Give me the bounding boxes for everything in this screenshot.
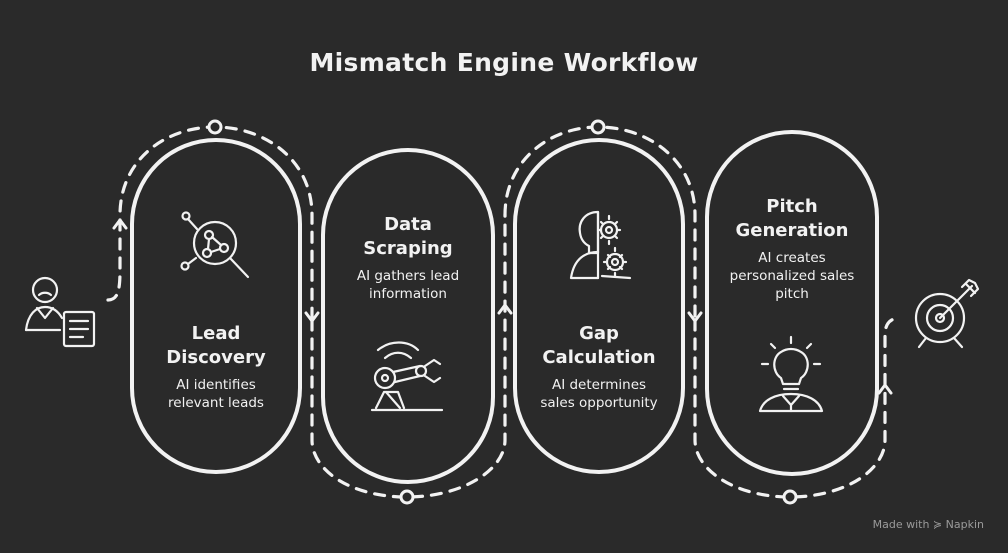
stage-description: AI creates personalized sales pitch (729, 250, 855, 302)
stage-capsules (130, 130, 879, 484)
stage-lead-discovery: Lead Discovery AI identifies relevant le… (141, 322, 291, 412)
stage-description: AI determines sales opportunity (540, 377, 658, 411)
stage-gap-calculation: Gap Calculation AI determines sales oppo… (524, 322, 674, 412)
lightbulb-person-icon (758, 335, 824, 413)
stage-title: Data Scraping (363, 214, 453, 259)
napkin-watermark[interactable]: Made with ≽ Napkin (872, 518, 984, 531)
user-document-icon (24, 276, 96, 348)
stage-pitch-generation: Pitch Generation AI creates personalized… (717, 195, 867, 303)
network-search-icon (180, 211, 250, 279)
stage-title: Lead Discovery (166, 323, 266, 368)
head-gears-icon (569, 210, 632, 280)
robotic-arm-icon (370, 341, 444, 412)
stage-description: AI identifies relevant leads (168, 377, 264, 411)
path-nodes (207, 119, 798, 505)
stage-title: Pitch Generation (735, 196, 849, 241)
diagram-title: Mismatch Engine Workflow (309, 48, 699, 77)
flow-arrows (112, 218, 893, 395)
stage-data-scraping: Data Scraping AI gathers lead informatio… (333, 213, 483, 303)
workflow-path (106, 125, 902, 499)
stage-description: AI gathers lead information (356, 268, 460, 302)
target-arrow-icon (914, 278, 980, 349)
stage-title: Gap Calculation (542, 323, 656, 368)
